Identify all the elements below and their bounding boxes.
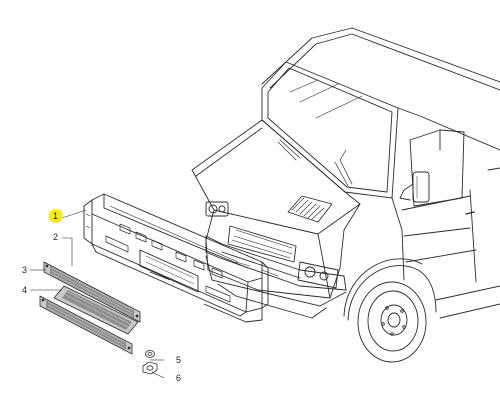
mesh-strip-part-4 [53, 285, 139, 335]
fastener-part-5 [145, 350, 155, 358]
front-wheel [357, 281, 427, 363]
fastener-part-6 [142, 361, 158, 375]
wheel-arch [347, 265, 437, 321]
hood [191, 119, 361, 235]
headlight-right [297, 261, 339, 289]
side-mirror [399, 171, 430, 203]
callout-label-3: 3 [22, 265, 27, 275]
leader-lines [30, 209, 165, 379]
callout-label-6: 6 [176, 373, 181, 383]
mesh-strip-part-2 [43, 261, 141, 323]
van-illustration [191, 27, 500, 363]
callout-label-4: 4 [22, 285, 27, 295]
side-window [409, 129, 465, 207]
callout-label-1: 1 [53, 211, 58, 221]
hood-vent [287, 195, 333, 223]
headlight-left [205, 201, 229, 217]
mesh-strip-part-3 [39, 295, 133, 355]
callout-label-2: 2 [53, 232, 58, 242]
front-grille [227, 225, 297, 263]
bumper-part-1 [83, 193, 269, 323]
callout-1-highlight [49, 209, 63, 223]
callout-label-5: 5 [176, 355, 181, 365]
